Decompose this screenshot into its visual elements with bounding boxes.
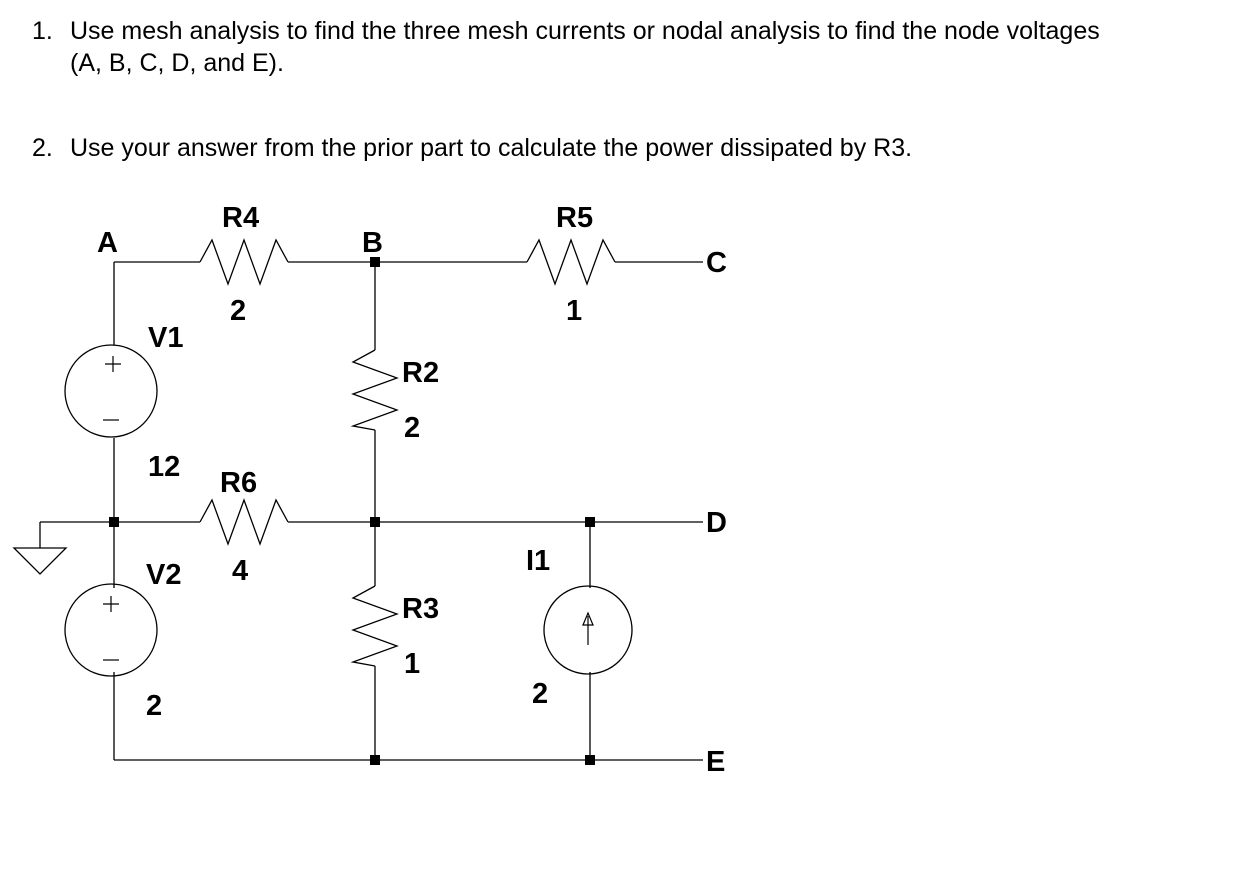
junction-dot-b (370, 257, 380, 267)
r3-name: R3 (402, 593, 439, 625)
junction-dot-bottom-mid (370, 755, 380, 765)
v1-value: 12 (148, 451, 180, 483)
question-2: 2. Use your answer from the prior part t… (32, 133, 1212, 167)
v1-plus-icon (105, 356, 121, 372)
r4-value: 2 (230, 295, 246, 327)
junction-dot-d (585, 517, 595, 527)
junction-dot-ground (109, 517, 119, 527)
r2-value: 2 (404, 412, 420, 444)
r5-name: R5 (556, 202, 593, 234)
r3-value: 1 (404, 648, 420, 680)
junction-dot-e (585, 755, 595, 765)
i1-value: 2 (532, 678, 548, 710)
resistor-r6-symbol (199, 498, 289, 546)
v2-plus-icon (103, 596, 119, 612)
voltage-source-v1-circle (64, 344, 158, 438)
question-1-number: 1. (32, 17, 53, 45)
resistor-r3-symbol (350, 585, 399, 667)
voltage-source-v2-circle (64, 583, 158, 677)
node-label-d: D (706, 507, 727, 539)
node-label-b: B (362, 227, 383, 259)
r4-name: R4 (222, 202, 259, 234)
node-label-c: C (706, 247, 727, 279)
junction-dot-mid (370, 517, 380, 527)
resistor-r4-symbol (199, 238, 289, 286)
ground-icon (12, 547, 68, 575)
resistor-r5-symbol (526, 238, 616, 286)
resistor-r2-symbol (350, 349, 399, 431)
r5-value: 1 (566, 295, 582, 327)
question-1-text-line-1: Use mesh analysis to find the three mesh… (70, 17, 1100, 45)
current-arrow-up-icon (582, 611, 594, 645)
r2-name: R2 (402, 357, 439, 389)
question-2-text: Use your answer from the prior part to c… (70, 134, 913, 162)
current-source-i1-circle (543, 585, 633, 675)
v2-value: 2 (146, 690, 162, 722)
v2-name: V2 (146, 559, 181, 591)
v1-name: V1 (148, 322, 183, 354)
node-label-e: E (706, 746, 725, 778)
r6-value: 4 (232, 555, 248, 587)
question-1: 1. Use mesh analysis to find the three m… (32, 16, 1212, 80)
question-2-number: 2. (32, 134, 53, 162)
i1-name: I1 (526, 545, 550, 577)
question-1-text-line-2: (A, B, C, D, and E). (70, 49, 284, 77)
r6-name: R6 (220, 467, 257, 499)
node-label-a: A (97, 227, 118, 259)
